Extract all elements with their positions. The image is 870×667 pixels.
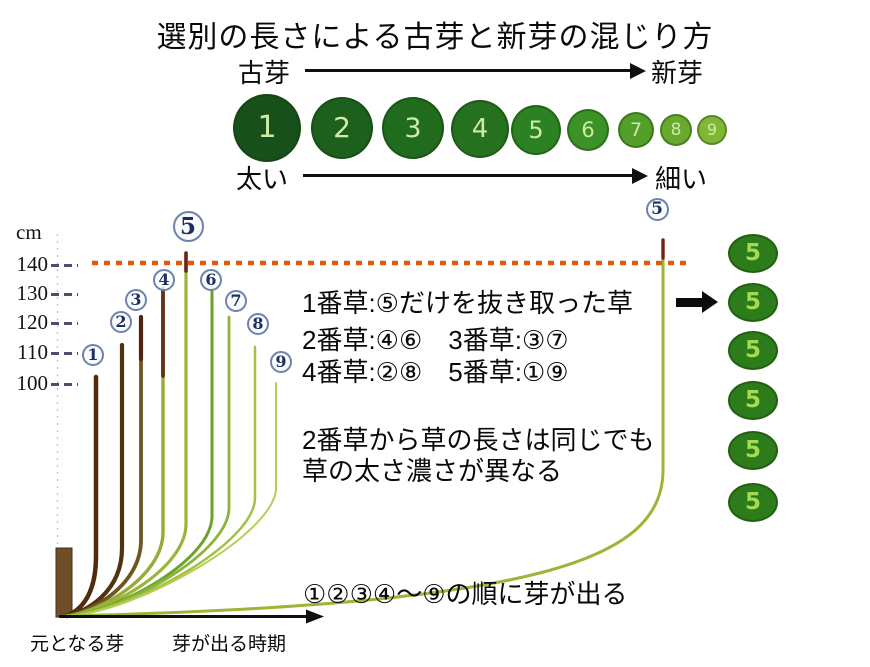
pulled-grass-arrow-icon xyxy=(676,291,718,314)
axis-tick-mark-130 xyxy=(51,293,78,296)
stem-label-9: 9 xyxy=(270,351,292,373)
arrow-head-icon xyxy=(632,167,648,184)
stem-label-7: 7 xyxy=(225,290,247,312)
harvest-circle-3: 5 xyxy=(728,330,778,370)
old-to-new-arrow xyxy=(305,62,646,79)
diagram-title: 選別の長さによる古芽と新芽の混じり方 xyxy=(156,21,714,54)
bud-size-circle-6: 6 xyxy=(567,109,609,151)
sorting-note-line1: 1番草:⑤だけを抜き取った草 xyxy=(302,288,633,318)
stem-path-9 xyxy=(66,382,277,617)
sorting-note-line2: 2番草:④⑥ 3番草:③⑦ xyxy=(302,325,569,355)
harvest-circle-1: 5 xyxy=(728,233,778,273)
bud-size-circle-8: 8 xyxy=(660,114,692,146)
axis-tick-label-130: 130 xyxy=(16,281,49,305)
harvest-circle-4: 5 xyxy=(728,380,778,420)
axis-tick-label-140: 140 xyxy=(16,252,49,276)
stem-path-3 xyxy=(65,315,143,618)
bud-size-circle-1: 1 xyxy=(233,94,301,162)
axis-tick-mark-100 xyxy=(51,383,78,386)
stem-label-4: 4 xyxy=(153,269,175,291)
bud-size-circle-5: 5 xyxy=(511,105,561,155)
old-bud-label: 古芽 xyxy=(238,58,291,88)
sprout-order-note: ①②③④〜⑨の順に芽が出る xyxy=(303,579,628,609)
axis-tick-label-110: 110 xyxy=(17,340,48,364)
bud-size-circle-3: 3 xyxy=(382,97,444,159)
base-bud-rect xyxy=(55,547,73,618)
stem-path-4 xyxy=(65,286,165,618)
new-bud-label: 新芽 xyxy=(651,58,704,88)
stem-path-5 xyxy=(65,251,188,618)
harvest-circle-5: 5 xyxy=(728,430,778,470)
stem-label-2: 2 xyxy=(110,311,132,333)
pulled-stem-path xyxy=(66,254,665,618)
bud-size-circle-7: 7 xyxy=(618,112,654,148)
stem-label-5: 5 xyxy=(172,210,204,242)
sprout-time-label: 芽が出る時期 xyxy=(172,634,287,655)
bud-size-circle-2: 2 xyxy=(311,97,373,159)
axis-unit-label: cm xyxy=(16,220,42,244)
arrow-head-icon xyxy=(702,291,718,313)
stem-label-3: 3 xyxy=(125,289,147,311)
thin-label: 細い xyxy=(655,164,708,194)
stem-label-8: 8 xyxy=(247,313,269,335)
time-axis-arrow-head xyxy=(306,609,324,624)
stem-label-6: 6 xyxy=(200,269,222,291)
bud-size-circle-4: 4 xyxy=(451,100,509,158)
thick-to-thin-arrow xyxy=(303,167,648,184)
thick-label: 太い xyxy=(236,164,289,194)
pulled-stem-label: 5 xyxy=(645,197,669,221)
harvest-circle-2: 5 xyxy=(728,282,778,322)
axis-tick-label-120: 120 xyxy=(16,310,49,334)
axis-tick-mark-140 xyxy=(51,264,78,267)
axis-tick-mark-120 xyxy=(51,322,78,325)
stem-label-1: 1 xyxy=(82,344,104,366)
origin-bud-label: 元となる芽 xyxy=(30,634,125,655)
axis-tick-label-100: 100 xyxy=(16,371,49,395)
bud-size-circle-9: 9 xyxy=(697,115,727,145)
arrow-head-icon xyxy=(630,62,646,79)
harvest-circle-6: 5 xyxy=(728,482,778,522)
length-note-line1: 2番草から草の長さは同じでも xyxy=(302,425,655,455)
sorting-note-line3: 4番草:②⑧ 5番草:①⑨ xyxy=(302,357,569,387)
axis-tick-mark-110 xyxy=(51,352,78,355)
length-note-line2: 草の太さ濃さが異なる xyxy=(302,456,563,486)
arrow-shaft xyxy=(676,298,702,307)
